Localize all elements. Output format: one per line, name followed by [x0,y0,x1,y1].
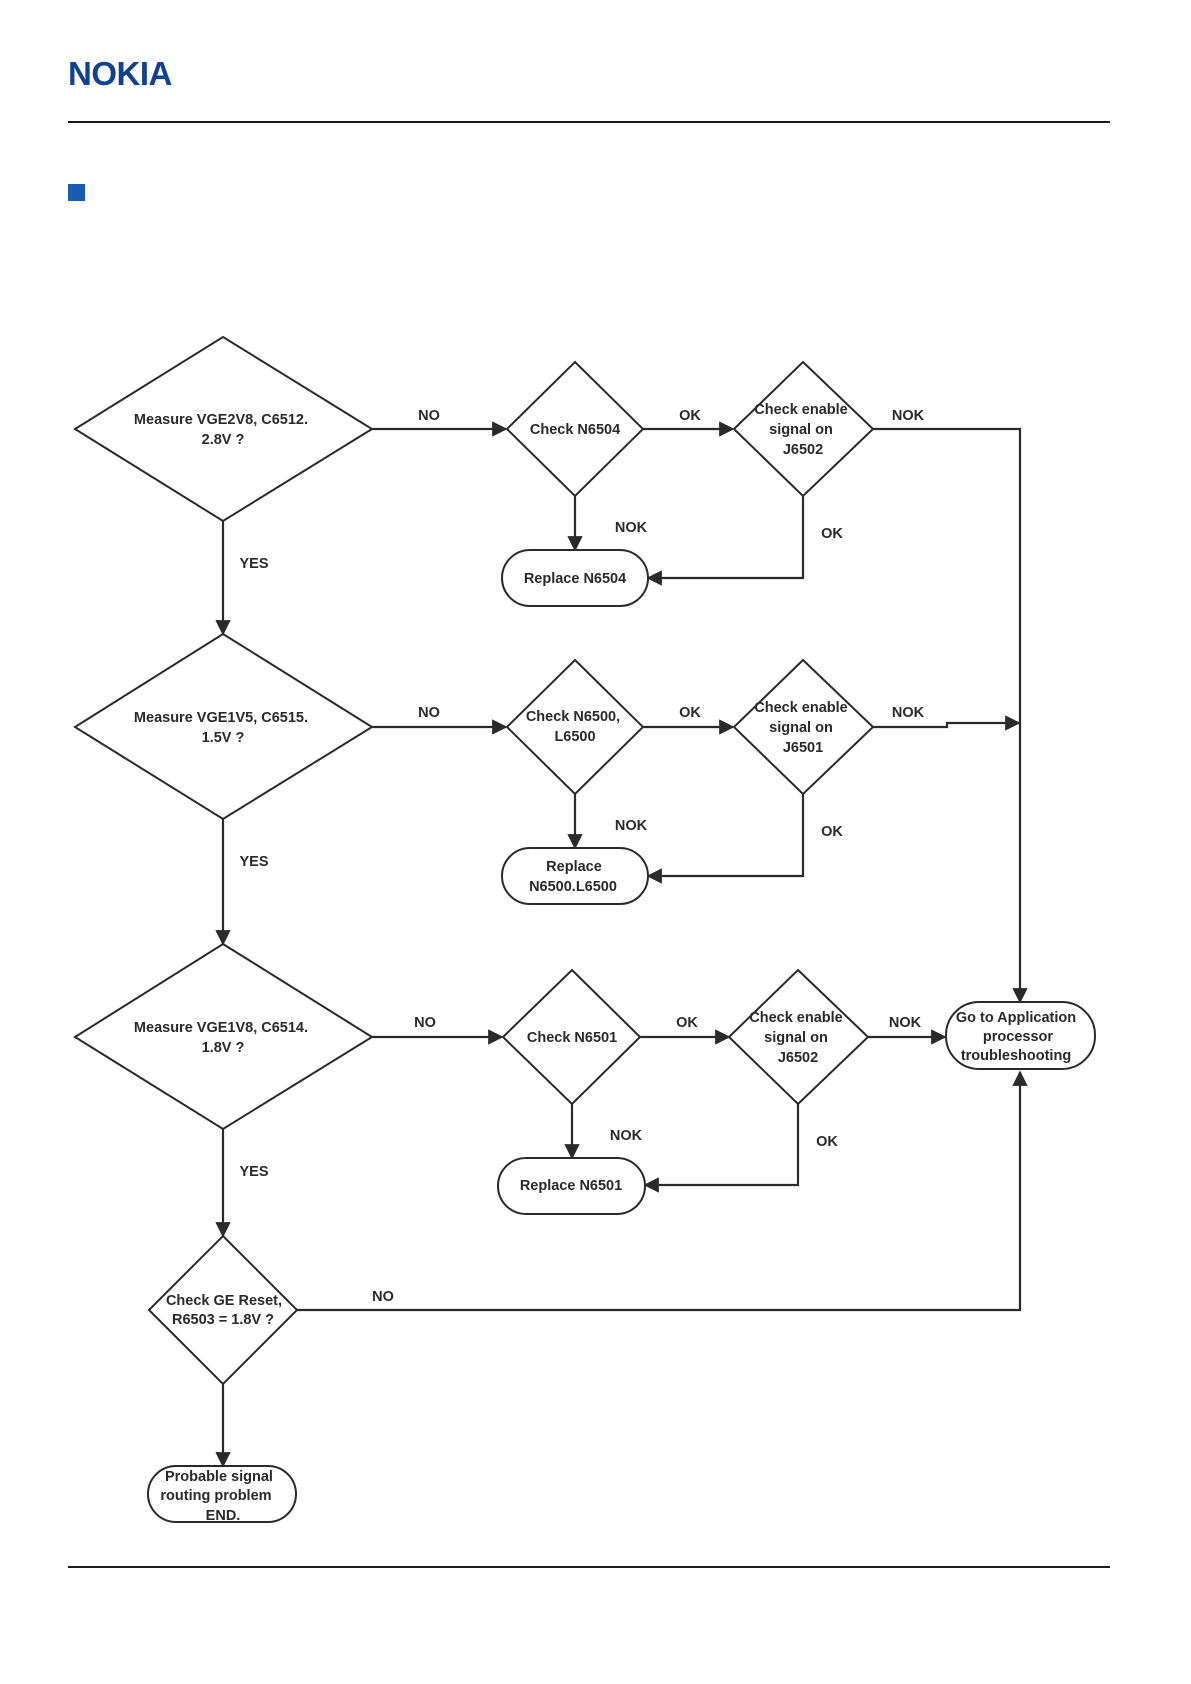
edge-label: NOK [615,818,648,834]
edge-enable-j6502-to-replace [646,496,805,586]
decision-diamond [147,1234,299,1386]
edge-label: NO [418,705,440,721]
edge-label: OK [679,705,701,721]
decision-check-enable-j6502-b: Check enable signal on J6502 [727,968,870,1106]
decision-label: Check enable signal on J6502 [754,402,852,458]
decision-diamond [732,360,875,498]
edge-enable-j6502-to-application [873,427,1028,1004]
edge-label: NO [414,1015,436,1031]
page-header: NOKIA [0,0,1191,130]
decision-label: Check N6500, L6500 [526,709,624,745]
decision-diamond [727,968,870,1106]
terminal-probable-signal-routing: Probable signal routing problem END. [147,1465,297,1524]
terminal-go-to-application: Go to Application processor troubleshoot… [945,1001,1096,1070]
edge-label: YES [239,1164,268,1180]
decision-label: Measure VGE1V5, C6515. 1.5V ? [134,710,312,746]
terminal-label: Replace N6504 [524,571,626,587]
decision-vge2v8: Measure VGE2V8, C6512. 2.8V ? [73,335,374,523]
terminal-replace-n6500-l6500: Replace N6500.L6500 [501,847,649,905]
decision-label: Check enable signal on J6502 [749,1010,847,1066]
terminal-label: Replace N6501 [520,1178,622,1194]
decision-label: Measure VGE2V8, C6512. 2.8V ? [134,412,312,448]
terminal-replace-n6501: Replace N6501 [497,1157,646,1215]
edge-label: NOK [889,1015,922,1031]
decision-vge1v8: Measure VGE1V8, C6514. 1.8V ? [73,942,374,1131]
edge-label: NOK [615,520,648,536]
terminal-replace-n6504: Replace N6504 [501,549,649,607]
edge-label: NOK [892,705,925,721]
edge-enable-j6501-to-application [873,715,1021,731]
edge-enable-j6502-b-to-replace [643,1104,800,1193]
decision-label: Check N6504 [530,422,620,438]
connectors [215,421,1028,1468]
decision-check-ge-reset: Check GE Reset, R6503 = 1.8V ? [147,1234,299,1386]
decision-vge1v5: Measure VGE1V5, C6515. 1.5V ? [73,632,374,821]
edge-label: NOK [892,408,925,424]
footer-divider [68,1566,1110,1568]
terminal-label: Probable signal routing problem END. [160,1469,277,1524]
section-marker [68,184,85,201]
edge-label: OK [821,824,843,840]
decision-label: Measure VGE1V8, C6514. 1.8V ? [134,1020,312,1056]
decision-check-enable-j6501: Check enable signal on J6501 [732,658,875,796]
decision-diamond [73,942,374,1131]
decision-check-n6501: Check N6501 [501,968,642,1106]
edge-enable-j6501-to-replace [646,794,805,884]
edge-label: OK [676,1015,698,1031]
terminal-shape [945,1001,1096,1070]
decision-check-n6500-l6500: Check N6500, L6500 [505,658,645,796]
terminal-label: Go to Application processor troubleshoot… [956,1010,1080,1064]
terminal-shape [497,1157,646,1215]
terminal-shape [147,1465,297,1523]
nokia-logo: NOKIA [68,58,172,88]
edge-label: NO [372,1289,394,1305]
decision-check-n6504: Check N6504 [505,360,645,498]
decision-diamond [73,632,374,821]
decision-label: Check GE Reset, R6503 = 1.8V ? [166,1293,286,1328]
terminal-shape [501,847,649,905]
edge-label: OK [679,408,701,424]
edge-label: NO [418,408,440,424]
terminal-shape [501,549,649,607]
decision-diamond [73,335,374,523]
decision-diamond [732,658,875,796]
edge-label: NOK [610,1128,643,1144]
decision-diamond [505,360,645,498]
edge-label: YES [239,556,268,572]
edge-label: OK [816,1134,838,1150]
edge-label: OK [821,526,843,542]
edge-labels: NO OK NOK NOK OK YES NO OK NOK NOK OK YE… [239,408,924,1305]
decision-diamond [501,968,642,1106]
decision-check-enable-j6502: Check enable signal on J6502 [732,360,875,498]
header-divider [68,121,1110,123]
terminal-label: Replace N6500.L6500 [529,859,617,895]
edge-label: YES [239,854,268,870]
logo-wordmark: NOKIA [68,58,172,88]
decision-label: Check N6501 [527,1030,617,1046]
decision-label: Check enable signal on J6501 [754,700,852,756]
edge-ge-reset-to-application [297,1070,1028,1312]
decision-diamond [505,658,645,796]
